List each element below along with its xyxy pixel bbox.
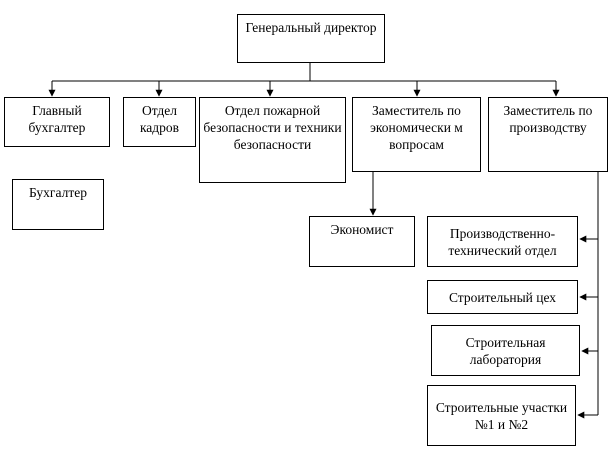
personnel-department-box: Отдел кадров xyxy=(123,97,196,147)
fire-safety-department-box: Отдел пожарной безопасности и техники бе… xyxy=(199,97,346,183)
accountant-label: Бухгалтер xyxy=(29,185,87,200)
deputy-economics-label: Заместитель по экономически м вопросам xyxy=(370,103,463,152)
construction-lab-label: Строительная лаборатория xyxy=(465,334,546,367)
deputy-production-label: Заместитель по производству xyxy=(503,103,593,135)
construction-lab-box: Строительная лаборатория xyxy=(431,325,580,376)
personnel-department-label: Отдел кадров xyxy=(139,103,180,135)
production-technical-department-box: Производственно-технический отдел xyxy=(427,216,578,267)
economist-label: Экономист xyxy=(330,222,394,237)
construction-shop-box: Строительный цех xyxy=(427,280,578,314)
general-director-label: Генеральный директор xyxy=(245,20,377,35)
construction-sites-label: Строительные участки №1 и №2 xyxy=(435,399,568,432)
deputy-production-box: Заместитель по производству xyxy=(488,97,608,172)
construction-shop-label: Строительный цех xyxy=(448,289,557,305)
general-director-box: Генеральный директор xyxy=(237,14,385,63)
accountant-box: Бухгалтер xyxy=(12,179,104,230)
chief-accountant-box: Главный бухгалтер xyxy=(4,97,110,147)
fire-safety-department-label: Отдел пожарной безопасности и техники бе… xyxy=(203,103,342,152)
chief-accountant-label: Главный бухгалтер xyxy=(28,103,86,135)
production-technical-department-label: Производственно-технический отдел xyxy=(448,225,557,258)
deputy-economics-box: Заместитель по экономически м вопросам xyxy=(352,97,481,172)
construction-sites-box: Строительные участки №1 и №2 xyxy=(427,385,576,446)
economist-box: Экономист xyxy=(309,216,415,267)
